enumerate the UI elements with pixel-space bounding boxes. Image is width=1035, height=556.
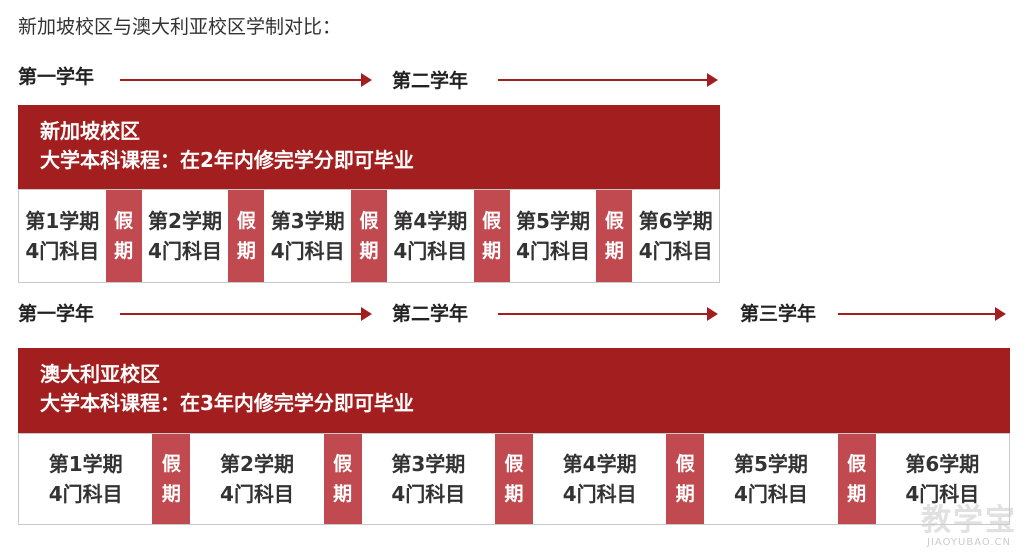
sg-vacation-3: 假期 [351, 190, 388, 282]
course-count: 4门科目 [148, 239, 222, 263]
sg-year-2-label: 第二学年 [392, 70, 469, 92]
au-term-2: 第2学期 4门科目 [190, 434, 323, 524]
term-label: 第4学期 [393, 209, 468, 233]
vacation-char: 假 [114, 210, 134, 232]
vacation-char: 假 [333, 453, 353, 475]
sg-year-2-arrow [498, 73, 718, 87]
au-term-4: 第4学期 4门科目 [533, 434, 666, 524]
sg-vacation-1: 假期 [105, 190, 142, 282]
course-count: 4门科目 [905, 482, 980, 506]
au-vacation-5: 假期 [837, 434, 876, 524]
vacation-char: 期 [604, 240, 624, 262]
sg-term-1: 第1学期 4门科目 [19, 190, 106, 282]
au-vacation-2: 假期 [323, 434, 362, 524]
course-count: 4门科目 [48, 482, 123, 506]
course-count: 4门科目 [562, 482, 637, 506]
sg-vacation-2: 假期 [228, 190, 265, 282]
course-count: 4门科目 [516, 239, 590, 263]
term-label: 第3学期 [391, 452, 466, 476]
australia-campus-banner: 澳大利亚校区 大学本科课程：在3年内修完学分即可毕业 [18, 348, 1010, 434]
course-count: 4门科目 [393, 239, 468, 263]
sg-term-6: 第6学期 4门科目 [632, 190, 719, 282]
term-label: 第2学期 [220, 452, 294, 476]
vacation-char: 假 [604, 210, 624, 232]
au-vacation-1: 假期 [152, 434, 191, 524]
au-term-3: 第3学期 4门科目 [362, 434, 495, 524]
term-label: 第3学期 [270, 209, 345, 233]
course-count: 4门科目 [25, 239, 100, 263]
term-label: 第2学期 [148, 209, 222, 233]
term-label: 第1学期 [25, 209, 100, 233]
au-term-6: 第6学期 4门科目 [876, 434, 1009, 524]
sg-term-3: 第3学期 4门科目 [264, 190, 351, 282]
au-year-2-arrow [498, 307, 718, 321]
vacation-char: 假 [675, 453, 695, 475]
singapore-campus-description: 大学本科课程：在2年内修完学分即可毕业 [40, 148, 414, 172]
au-term-1: 第1学期 4门科目 [19, 434, 152, 524]
sg-term-2: 第2学期 4门科目 [142, 190, 229, 282]
vacation-char: 假 [482, 210, 502, 232]
au-vacation-3: 假期 [494, 434, 533, 524]
term-label: 第1学期 [48, 452, 123, 476]
vacation-char: 假 [236, 210, 256, 232]
vacation-char: 期 [675, 483, 695, 505]
sg-vacation-4: 假期 [473, 190, 510, 282]
course-count: 4门科目 [391, 482, 466, 506]
vacation-char: 期 [161, 483, 181, 505]
course-count: 4门科目 [734, 482, 808, 506]
vacation-char: 期 [359, 240, 379, 262]
au-year-3-arrow [838, 307, 1006, 321]
term-label: 第5学期 [734, 452, 808, 476]
vacation-char: 期 [504, 483, 524, 505]
au-term-5: 第5学期 4门科目 [704, 434, 837, 524]
sg-term-4: 第4学期 4门科目 [387, 190, 474, 282]
vacation-char: 期 [333, 483, 353, 505]
course-count: 4门科目 [638, 239, 713, 263]
au-year-3-label: 第三学年 [740, 303, 817, 325]
australia-campus-description: 大学本科课程：在3年内修完学分即可毕业 [40, 391, 414, 415]
watermark-logo: 教学宝 JIAOYUBAO.CN [921, 503, 1017, 549]
au-vacation-4: 假期 [666, 434, 705, 524]
page-intro: 新加坡校区与澳大利亚校区学制对比： [18, 16, 342, 38]
sg-year-1-arrow [120, 73, 372, 87]
term-label: 第6学期 [638, 209, 713, 233]
vacation-char: 期 [236, 240, 256, 262]
au-year-1-label: 第一学年 [18, 303, 95, 325]
term-label: 第6学期 [905, 452, 980, 476]
vacation-char: 假 [847, 453, 867, 475]
vacation-char: 假 [504, 453, 524, 475]
au-year-2-label: 第二学年 [392, 303, 469, 325]
vacation-char: 期 [847, 483, 867, 505]
au-year-1-arrow [120, 307, 372, 321]
australia-campus-name: 澳大利亚校区 [40, 362, 160, 386]
vacation-char: 假 [359, 210, 379, 232]
course-count: 4门科目 [220, 482, 294, 506]
singapore-campus-banner: 新加坡校区 大学本科课程：在2年内修完学分即可毕业 [18, 105, 720, 190]
vacation-char: 期 [114, 240, 134, 262]
course-count: 4门科目 [270, 239, 345, 263]
singapore-campus-name: 新加坡校区 [40, 119, 140, 143]
sg-year-1-label: 第一学年 [18, 66, 95, 88]
sg-vacation-5: 假期 [596, 190, 633, 282]
watermark-url: JIAOYUBAO.CN [927, 537, 1011, 548]
watermark-logo-text: 教学宝 [921, 503, 1017, 538]
vacation-char: 期 [482, 240, 502, 262]
term-label: 第5学期 [516, 209, 590, 233]
vacation-char: 假 [161, 453, 181, 475]
term-label: 第4学期 [562, 452, 637, 476]
sg-term-5: 第5学期 4门科目 [510, 190, 597, 282]
